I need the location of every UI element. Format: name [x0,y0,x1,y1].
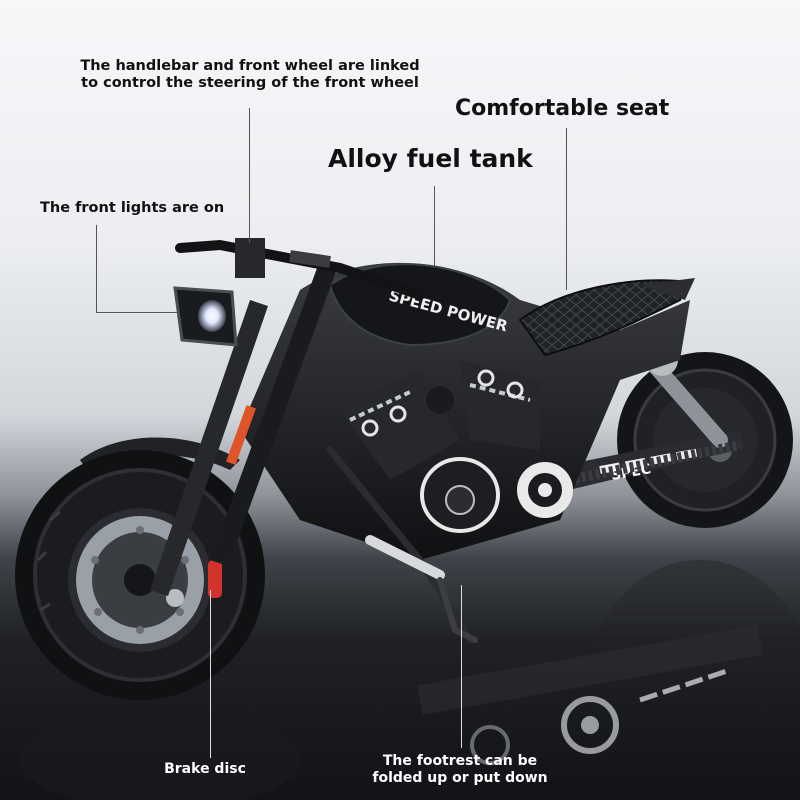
fork-accent [226,405,256,465]
leader-lights-horizontal [96,312,178,313]
callout-handlebar-text: The handlebar and front wheel are linked… [80,58,420,92]
front-wheel [15,450,265,700]
brake-caliper [208,560,222,598]
leader-brake [210,590,211,758]
leader-footrest [461,585,462,748]
leader-tank [434,186,435,266]
handlebar-clamp [235,238,265,278]
callout-footrest: The footrest can be folded up or put dow… [350,753,570,786]
callout-lights: The front lights are on [40,200,225,216]
chain-guard-lettering: SPEC [610,461,652,484]
v-twin-engine [340,360,573,533]
leader-seat [566,128,567,290]
leader-lights-vertical [96,225,97,313]
front-fork-left [150,300,268,596]
footrest [365,535,445,580]
headlight-lamp [198,300,226,332]
front-fork-right [210,260,338,566]
handlebar [175,239,425,300]
seat-tail [640,278,695,300]
callout-tank: Alloy fuel tank [328,144,533,173]
callout-seat: Comfortable seat [455,96,670,121]
leader-handlebar [249,108,250,243]
callout-brake: Brake disc [164,761,246,777]
callout-handlebar: The handlebar and front wheel are linked… [55,58,445,92]
side-stand [437,577,478,643]
callout-footrest-text: The footrest can be folded up or put dow… [372,753,548,786]
floor-reflection [20,560,800,800]
